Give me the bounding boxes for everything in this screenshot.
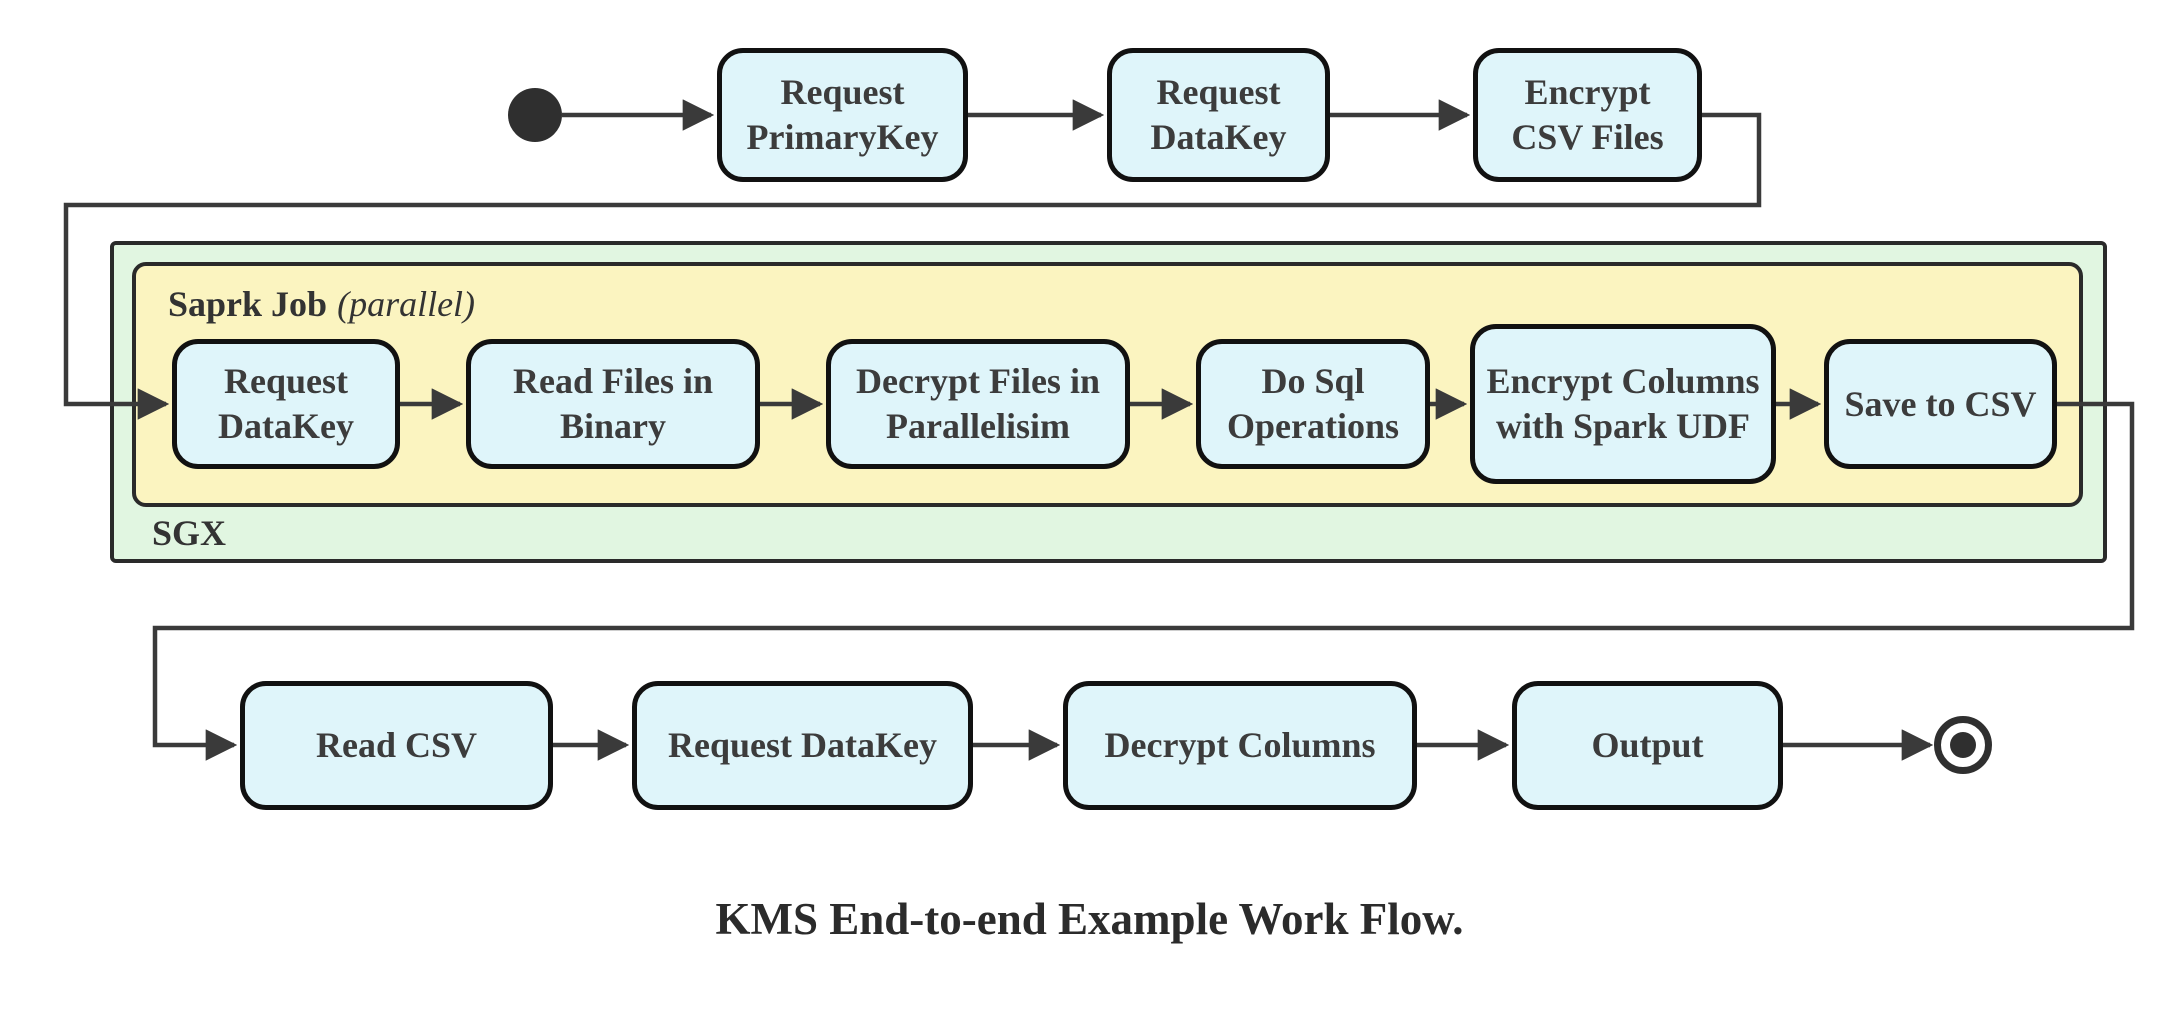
end-node-dot [1950, 732, 1976, 758]
start-node [508, 88, 562, 142]
activity-decrypt-files-in-parallelisim: Decrypt Files in Parallelisim [826, 339, 1130, 469]
activity-encrypt-columns-with-spark-udf: Encrypt Columns with Spark UDF [1470, 324, 1776, 484]
end-node [1934, 716, 1992, 774]
activity-output: Output [1512, 681, 1783, 810]
activity-decrypt-columns: Decrypt Columns [1063, 681, 1417, 810]
spark-job-label-parallel: (parallel) [337, 284, 476, 324]
activity-request-primarykey: Request PrimaryKey [717, 48, 968, 182]
sgx-label: SGX [152, 513, 227, 553]
activity-save-to-csv: Save to CSV [1824, 339, 2057, 469]
diagram-caption: KMS End-to-end Example Work Flow. [715, 894, 1464, 944]
activity-read-csv: Read CSV [240, 681, 553, 810]
spark-job-label: Saprk Job(parallel) [168, 283, 475, 325]
activity-request-datakey-bottom: Request DataKey [632, 681, 973, 810]
activity-request-datakey-top: Request DataKey [1107, 48, 1330, 182]
activity-encrypt-csv-files: Encrypt CSV Files [1473, 48, 1702, 182]
activity-request-datakey-sgx: Request DataKey [172, 339, 400, 469]
activity-do-sql-operations: Do Sql Operations [1196, 339, 1430, 469]
spark-job-label-name: Saprk Job [168, 284, 328, 324]
activity-read-files-in-binary: Read Files in Binary [466, 339, 760, 469]
